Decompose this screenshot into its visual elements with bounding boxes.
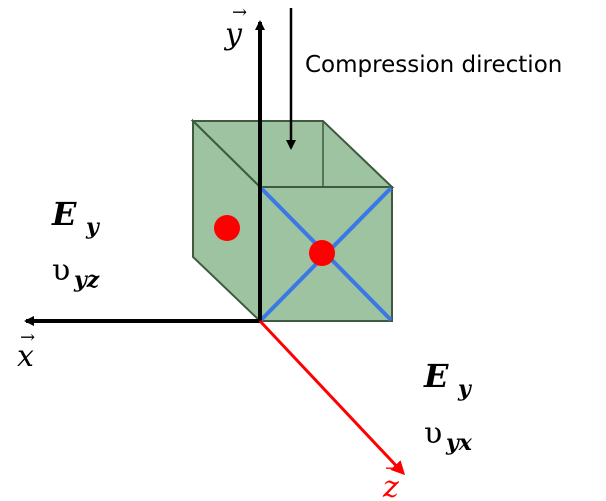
- compression-direction-label: Compression direction: [305, 52, 562, 78]
- right-poisson-label: υ yx: [424, 416, 473, 456]
- y-vector-arrow: →: [232, 2, 247, 23]
- x-vector-arrow: →: [20, 327, 35, 348]
- left-modulus-label: E y: [51, 195, 101, 240]
- front-face-dot: [309, 240, 335, 266]
- svg-text:υ: υ: [52, 253, 70, 288]
- left-face-dot: [214, 215, 240, 241]
- cube: [190, 118, 395, 324]
- z-axis-label: z →: [382, 458, 400, 501]
- svg-text:x: x: [17, 339, 34, 374]
- y-axis-label: y →: [223, 2, 247, 52]
- svg-text:z: z: [382, 470, 399, 501]
- svg-text:E: E: [423, 357, 449, 395]
- svg-text:υ: υ: [424, 416, 442, 451]
- z-vector-arrow: →: [385, 458, 400, 479]
- svg-text:E: E: [51, 195, 77, 233]
- left-poisson-label: υ yz: [52, 253, 100, 293]
- svg-text:y: y: [85, 214, 101, 240]
- right-modulus-label: E y: [423, 357, 473, 402]
- x-axis-label: x →: [17, 327, 35, 374]
- z-axis: [258, 319, 406, 476]
- svg-text:y: y: [223, 17, 243, 52]
- svg-text:y: y: [457, 376, 473, 402]
- svg-text:yz: yz: [73, 267, 100, 293]
- svg-text:yx: yx: [445, 430, 473, 456]
